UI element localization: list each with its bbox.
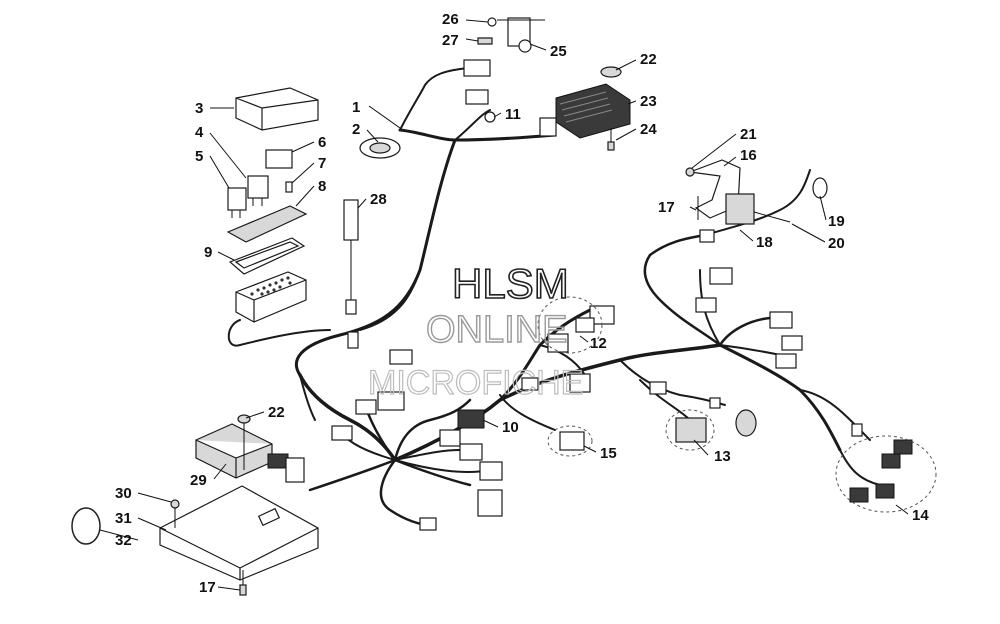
callout-1: 1 [352,99,360,116]
callout-27: 27 [442,32,459,49]
callout-6: 6 [318,134,326,151]
callout-4: 4 [195,124,204,141]
regulator-assembly [359,17,631,159]
callout-11: 11 [505,106,521,123]
watermark: HLSM ONLINE MICROFICHE [367,259,584,402]
callout-26: 26 [442,11,459,28]
watermark-line2: ONLINE [426,309,567,351]
callout-23: 23 [640,93,657,110]
callout-17a: 17 [658,199,675,216]
callout-13: 13 [714,448,731,465]
callout-29: 29 [190,472,207,489]
callout-22b: 22 [268,404,285,421]
callout-25: 25 [550,43,567,60]
callout-3: 3 [195,100,203,117]
callout-10: 10 [502,419,519,436]
fuse-relay-block [226,87,319,323]
callout-18: 18 [756,234,773,251]
leader-lines [99,19,909,591]
callout-17b: 17 [199,579,216,596]
callout-5: 5 [195,148,203,165]
right-bracket-assembly [685,159,828,243]
callout-8: 8 [318,178,326,195]
callout-numbers: 1 2 3 4 5 6 7 8 9 10 11 12 13 14 15 16 1… [115,11,929,596]
watermark-line3: MICROFICHE [368,364,583,402]
callout-24: 24 [640,121,657,138]
callout-12: 12 [590,335,607,352]
callout-21: 21 [740,126,757,143]
group-outlines [537,296,937,513]
callout-15: 15 [600,445,617,462]
callout-7: 7 [318,155,326,172]
callout-32: 32 [115,532,132,549]
callout-14: 14 [912,507,929,524]
watermark-line1: HLSM [452,260,569,307]
callout-31: 31 [115,510,132,527]
callout-30: 30 [115,485,132,502]
callout-19: 19 [828,213,845,230]
callout-9: 9 [204,244,212,261]
callout-28: 28 [370,191,387,208]
callout-16: 16 [740,147,757,164]
callout-2: 2 [352,121,360,138]
connectors [285,199,913,531]
ecu-mount [71,414,319,596]
callout-22a: 22 [640,51,657,68]
callout-20: 20 [828,235,845,252]
